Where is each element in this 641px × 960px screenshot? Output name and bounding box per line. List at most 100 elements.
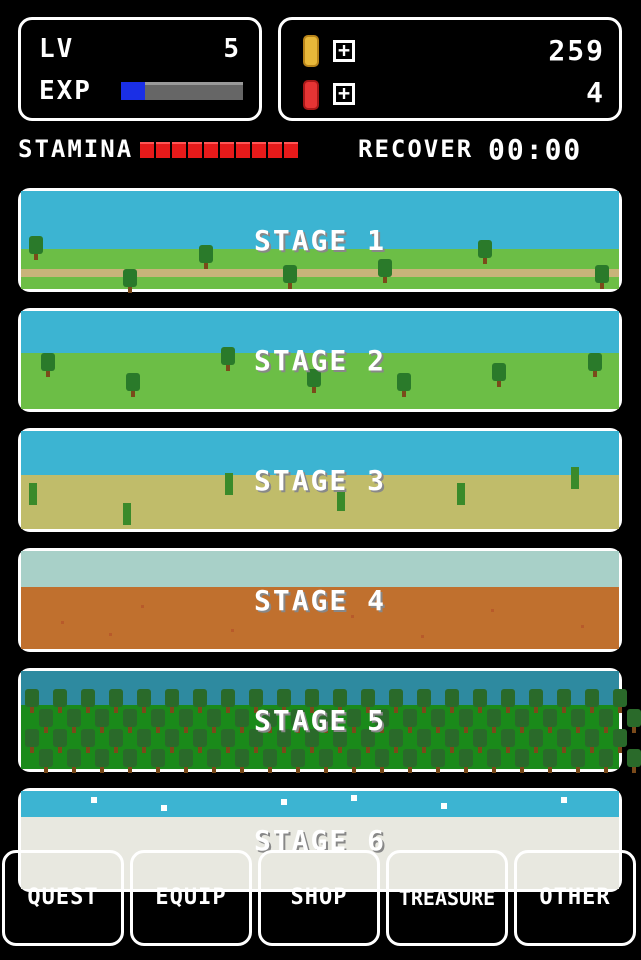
dirt-speck [141, 605, 144, 608]
tree-icon [515, 749, 529, 773]
tree-icon [221, 347, 235, 371]
tree-icon [283, 265, 297, 289]
tree-icon [417, 729, 431, 753]
shop-button[interactable]: SHOP [258, 850, 380, 946]
tree-icon [235, 709, 249, 733]
stage-label: STAGE 5 [253, 704, 386, 737]
tree-icon [375, 709, 389, 733]
tree-icon [627, 749, 641, 773]
stage-4-button[interactable]: STAGE 4 [18, 548, 622, 652]
tree-icon [67, 749, 81, 773]
stage-1-button[interactable]: STAGE 1 [18, 188, 622, 293]
cactus-icon [225, 473, 233, 495]
treasure-button[interactable]: TREASURE [386, 850, 508, 946]
stage-5-button[interactable]: STAGE 5 [18, 668, 641, 775]
tree-icon [179, 709, 193, 733]
dirt-speck [421, 635, 424, 638]
tree-icon [613, 729, 627, 753]
gem-value: 4 [586, 76, 605, 109]
quest-button[interactable]: QUEST [2, 850, 124, 946]
tree-icon [529, 729, 543, 753]
stamina-segment [284, 142, 298, 158]
other-button[interactable]: OTHER [514, 850, 636, 946]
stage-sky [21, 551, 619, 587]
tree-icon [235, 749, 249, 773]
tree-icon [221, 689, 235, 713]
tree-icon [378, 259, 392, 283]
stage-list[interactable]: STAGE 1 STAGE 2 STAGE 3 STAGE 4 [0, 0, 641, 892]
snowflake-icon [161, 805, 167, 811]
tree-icon [305, 729, 319, 753]
tree-icon [165, 729, 179, 753]
stamina-segment [156, 142, 170, 158]
tree-icon [417, 689, 431, 713]
stage-label: STAGE 4 [253, 584, 386, 617]
equip-button[interactable]: EQUIP [130, 850, 252, 946]
add-gem-button[interactable]: + [333, 83, 355, 105]
tree-icon [123, 749, 137, 773]
stage-2-button[interactable]: STAGE 2 [18, 308, 622, 412]
tree-icon [501, 729, 515, 753]
tree-icon [543, 709, 557, 733]
tree-icon [307, 369, 321, 393]
gold-coin-icon [303, 35, 319, 67]
tree-icon [53, 689, 67, 713]
stage-3-button[interactable]: STAGE 3 [18, 428, 622, 532]
tree-icon [277, 729, 291, 753]
tree-icon [445, 729, 459, 753]
stamina-segment [236, 142, 250, 158]
tree-icon [39, 709, 53, 733]
stamina-segment [252, 142, 266, 158]
add-gold-button[interactable]: + [333, 40, 355, 62]
stage-sky [21, 791, 619, 817]
tree-icon [403, 709, 417, 733]
tree-icon [478, 240, 492, 264]
tree-icon [333, 689, 347, 713]
tree-icon [571, 749, 585, 773]
tree-icon [95, 749, 109, 773]
tree-icon [41, 353, 55, 377]
dirt-speck [351, 615, 354, 618]
currency-panel: + 259 + 4 [278, 17, 622, 121]
tree-icon [319, 749, 333, 773]
recover-timer: 00:00 [488, 133, 583, 166]
tree-icon [333, 729, 347, 753]
tree-icon [277, 689, 291, 713]
recover-label: RECOVER [358, 135, 474, 163]
stamina-segment [140, 142, 154, 158]
tree-icon [137, 689, 151, 713]
tree-icon [515, 709, 529, 733]
stage-label: STAGE 1 [253, 224, 386, 257]
level-value: 5 [223, 34, 241, 64]
tree-icon [137, 729, 151, 753]
tree-icon [291, 749, 305, 773]
forest [21, 685, 641, 775]
tree-icon [151, 749, 165, 773]
snowflake-icon [91, 797, 97, 803]
stamina-segment [204, 142, 218, 158]
stamina-segment [220, 142, 234, 158]
cactus-icon [457, 483, 465, 505]
cactus-icon [337, 489, 345, 511]
dirt-speck [61, 621, 64, 624]
stamina-row: STAMINA RECOVER 00:00 [18, 133, 608, 166]
tree-icon [81, 729, 95, 753]
stamina-segment [172, 142, 186, 158]
cactus-icon [571, 467, 579, 489]
stage-sky [21, 311, 619, 353]
tree-icon [25, 729, 39, 753]
tree-icon [501, 689, 515, 713]
dirt-speck [581, 625, 584, 628]
stage-6-button[interactable]: STAGE 6 [18, 788, 622, 892]
tree-icon [431, 709, 445, 733]
tree-icon [305, 689, 319, 713]
snowflake-icon [441, 803, 447, 809]
tree-icon [199, 245, 213, 269]
tree-icon [193, 689, 207, 713]
tree-icon [109, 729, 123, 753]
cactus-icon [123, 503, 131, 525]
tree-icon [29, 236, 43, 260]
stage-ground [21, 587, 619, 649]
tree-icon [39, 749, 53, 773]
stamina-segment [268, 142, 282, 158]
